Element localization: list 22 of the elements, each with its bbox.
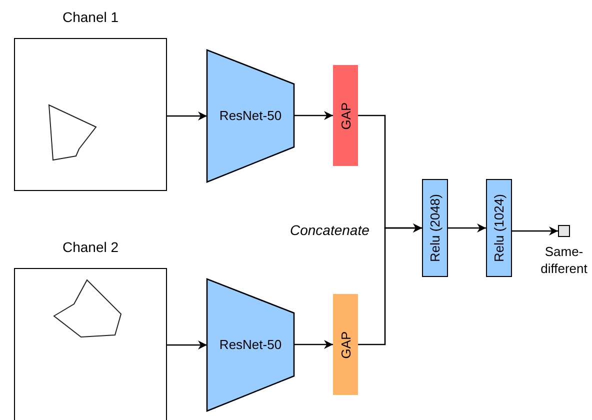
channel-heading: Chanel 2 xyxy=(62,239,119,255)
layer-bar xyxy=(333,294,358,395)
channel-heading: Chanel 1 xyxy=(62,9,119,25)
arrow xyxy=(167,340,207,350)
output-label: Same-different xyxy=(540,243,588,277)
arrow xyxy=(512,226,558,236)
arrow xyxy=(294,340,333,349)
arrow xyxy=(294,111,333,120)
layer-label: GAP xyxy=(338,330,353,358)
output-square xyxy=(558,225,570,237)
layer-bar xyxy=(422,179,448,277)
arrow xyxy=(167,112,207,120)
layer-bar xyxy=(486,179,512,277)
layer-label: Relu (1024) xyxy=(492,194,506,262)
layer-bar xyxy=(333,65,358,166)
arrow xyxy=(448,224,486,232)
network-label: ResNet-50 xyxy=(219,108,282,123)
layer-label: GAP xyxy=(338,102,353,130)
layer-label: Relu (2048) xyxy=(428,194,442,262)
network-label: ResNet-50 xyxy=(219,337,282,352)
operation-label: Concatenate xyxy=(290,222,370,238)
arrow xyxy=(358,224,422,346)
